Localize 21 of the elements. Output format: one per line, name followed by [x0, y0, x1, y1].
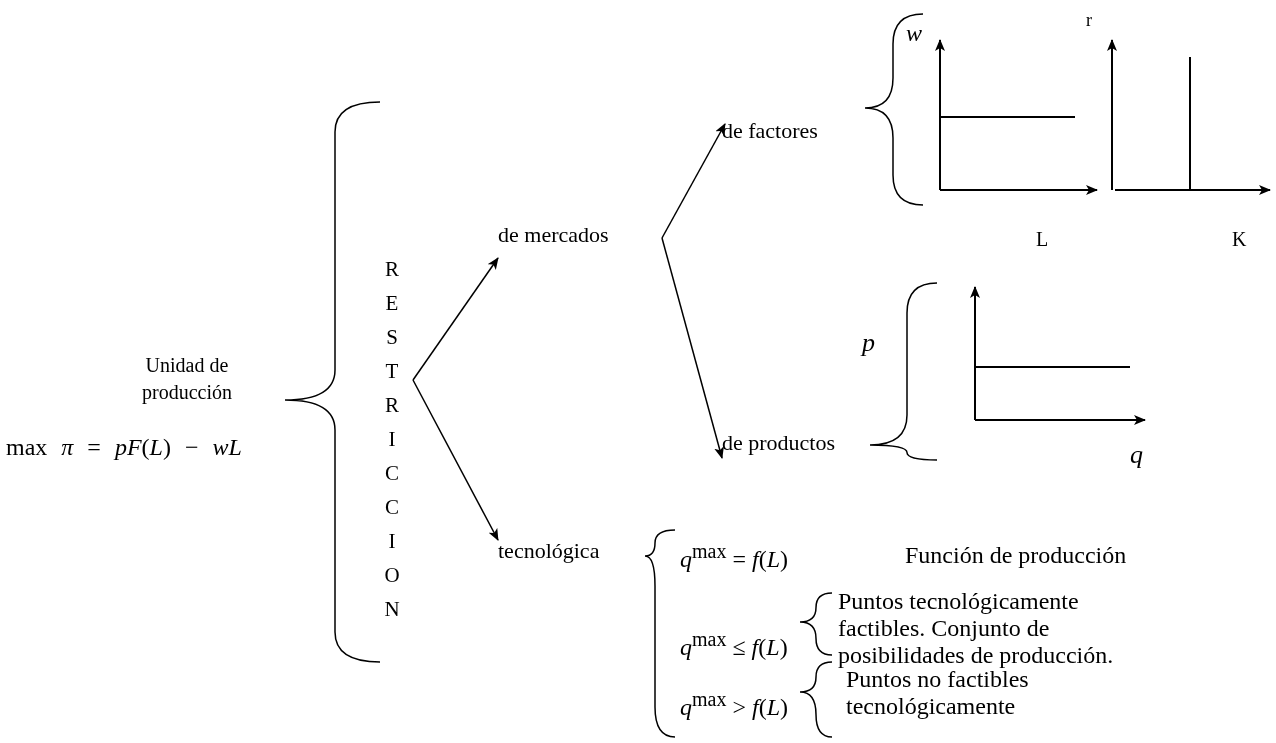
formula: q$^{max}$ = f(L): [680, 540, 788, 574]
formula: q$^{max}$ ≤ f(L): [680, 628, 788, 662]
concept-label: de productos: [722, 430, 862, 460]
axis-label: r: [1086, 10, 1092, 31]
arrow: [412, 257, 499, 381]
note-text: Puntos tecnológicamente factibles. Conjunto de posibilidades de producción.: [838, 588, 1115, 669]
arrow: [661, 123, 726, 239]
axis-label: q: [1130, 440, 1143, 470]
vertical-label: RESTRICCION: [383, 252, 401, 630]
axis-label: w: [906, 20, 922, 48]
axis-label: L: [1036, 228, 1049, 251]
unit-label: Unidad de producción: [141, 353, 233, 406]
arrow: [661, 237, 724, 459]
axis-label: K: [1232, 228, 1247, 251]
note-text: Función de producción: [905, 542, 1127, 570]
concept-label: de mercados: [498, 222, 658, 252]
arrow: [412, 379, 499, 541]
profit-formula: max π = pF(L) − wL: [6, 434, 242, 462]
formula: q$^{max}$ > f(L): [680, 688, 788, 722]
axis-label: p: [862, 328, 875, 358]
concept-label: tecnológica: [498, 538, 648, 568]
